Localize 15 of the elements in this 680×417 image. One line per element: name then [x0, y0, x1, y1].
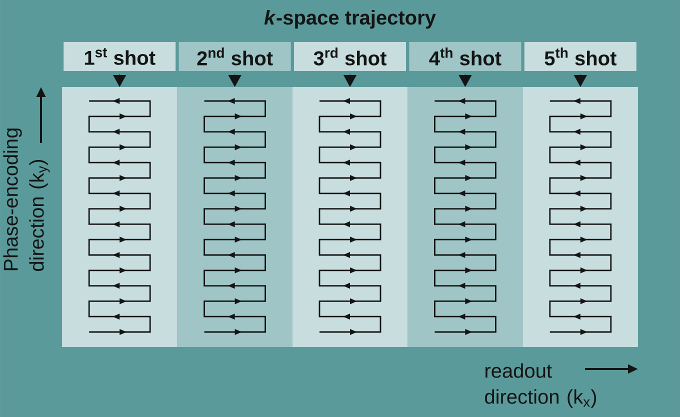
- shot-header: 5$^{th}$ shot: [524, 42, 636, 71]
- arrow: [113, 74, 126, 87]
- diagram-title: k-space trajectory: [264, 10, 436, 29]
- arrow: [228, 74, 242, 87]
- shot-header: 1$^{st}$ shot: [64, 42, 176, 71]
- arrow: [458, 74, 472, 87]
- column-panel: [62, 87, 178, 347]
- shot-header: 4$^{th}$ shot: [409, 42, 522, 71]
- column-panel: [408, 87, 523, 347]
- column-panel: [522, 87, 638, 347]
- column-panel: [292, 87, 408, 347]
- axis-label: readout direction (k$_{x}$): [485, 363, 596, 408]
- shot-header: 3$^{rd}$ shot: [294, 42, 406, 71]
- shot-header: 2$^{nd}$ shot: [178, 42, 291, 71]
- column-panel: [177, 87, 292, 347]
